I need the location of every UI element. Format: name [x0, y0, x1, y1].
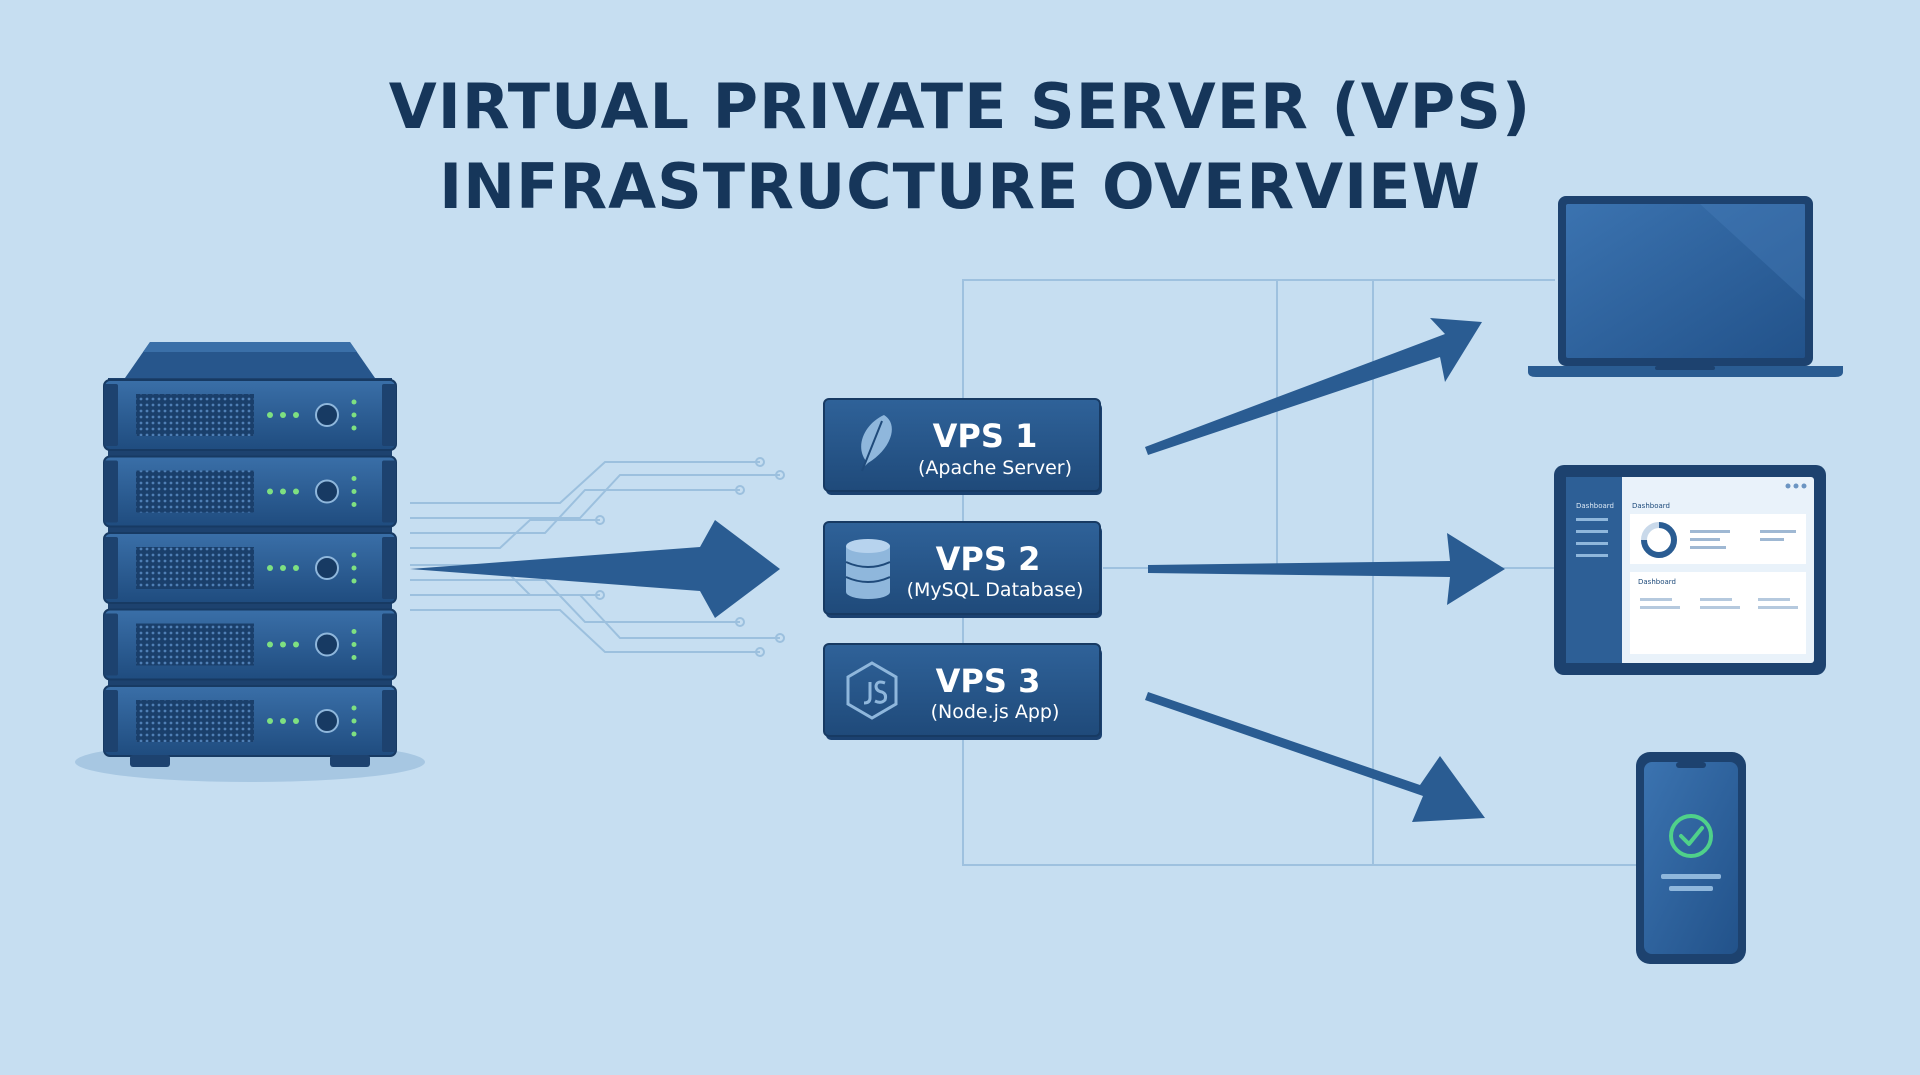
server-blade	[103, 379, 397, 451]
tablet-header-label: Dashboard	[1632, 502, 1670, 510]
server-blade	[103, 455, 397, 528]
vps-box-2[interactable]: VPS 2 (MySQL Database)	[823, 521, 1102, 618]
vps-1-name: VPS 1	[933, 417, 1038, 455]
tablet-panel-label: Dashboard	[1638, 578, 1676, 586]
arrow-to-tablet	[1148, 533, 1505, 605]
vps-1-role: (Apache Server)	[918, 457, 1072, 479]
database-icon	[845, 539, 891, 599]
diagram-title-line-1: VIRTUAL PRIVATE SERVER (VPS)	[388, 70, 1532, 143]
feather-icon	[861, 415, 892, 472]
diagram-title-line-2: INFRASTRUCTURE OVERVIEW	[439, 150, 1481, 223]
vps-box-1[interactable]: VPS 1 (Apache Server)	[823, 398, 1102, 495]
server-blade	[103, 608, 397, 681]
vps-2-role: (MySQL Database)	[907, 579, 1084, 601]
circuit-traces	[410, 457, 785, 657]
vps-to-devices-arrows	[1145, 318, 1505, 822]
tablet-sidebar-label: Dashboard	[1576, 502, 1614, 510]
physical-server-rack	[75, 342, 425, 782]
server-blade	[103, 532, 397, 604]
vps-3-name: VPS 3	[936, 662, 1041, 700]
checkmark-icon	[1669, 814, 1713, 858]
nodejs-icon	[846, 661, 898, 720]
vps-box-3[interactable]: VPS 3 (Node.js App)	[823, 643, 1102, 740]
smartphone-icon	[1636, 752, 1746, 964]
vps-3-role: (Node.js App)	[931, 701, 1060, 723]
arrow-to-laptop	[1145, 318, 1482, 455]
server-blade	[103, 685, 397, 757]
rack-to-vps-arrow	[410, 520, 780, 618]
tablet-icon: Dashboard Dashboard Dashboard	[1554, 465, 1826, 675]
vps-2-name: VPS 2	[936, 540, 1041, 578]
laptop-icon	[1528, 196, 1843, 377]
arrow-to-phone	[1145, 692, 1485, 822]
